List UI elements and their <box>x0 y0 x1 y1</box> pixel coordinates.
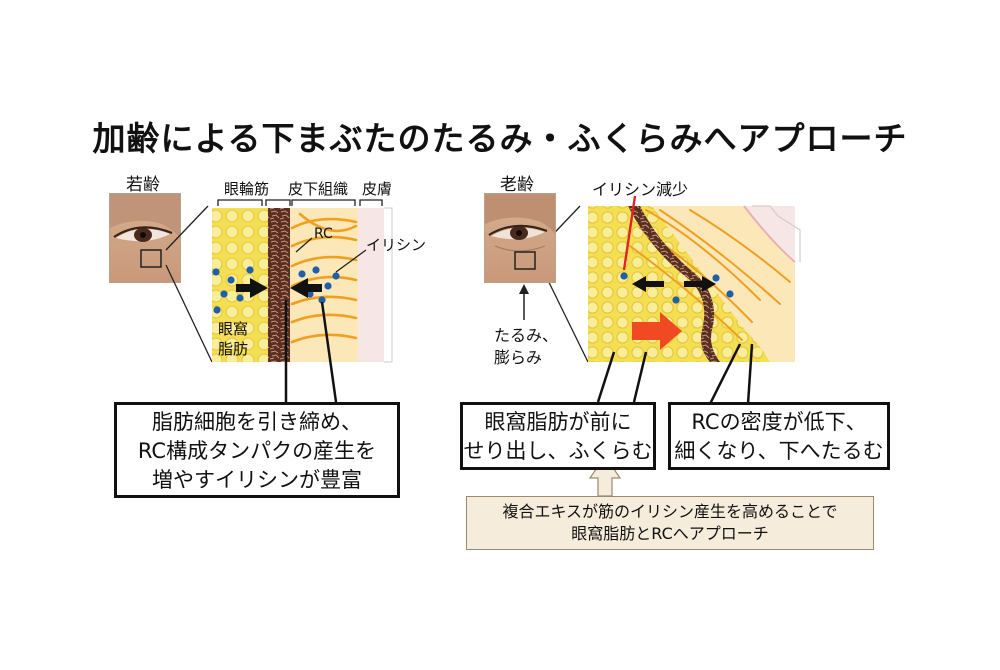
approach-note-line-1: 複合エキスが筋のイリシン産生を高めることで <box>467 501 873 523</box>
old-callout-left-line-1: 眼窩脂肪が前に <box>463 408 653 437</box>
old-eye-photo <box>484 193 556 283</box>
young-callout-line-2: RC構成タンパクの産生を <box>117 437 397 466</box>
old-callout-right-line-2: 細くなり、下へたるむ <box>671 437 887 466</box>
label-irisin-decrease: イリシン減少 <box>592 176 688 200</box>
label-rc: RC <box>314 226 333 242</box>
old-label: 老齢 <box>500 170 534 195</box>
label-sagging-1: たるみ、 <box>494 322 558 346</box>
young-callout-line-3: 増やすイリシンが豊富 <box>117 466 397 495</box>
old-callout-left: 眼窩脂肪が前に せり出し、ふくらむ <box>460 402 656 470</box>
old-callout-left-line-2: せり出し、ふくらむ <box>463 437 653 466</box>
old-callout-right: RCの密度が低下、 細くなり、下へたるむ <box>668 402 890 470</box>
label-subcutaneous: 皮下組織 <box>288 178 348 199</box>
label-orbital-fat-2: 脂肪 <box>218 338 248 359</box>
old-callout-right-line-1: RCの密度が低下、 <box>671 408 887 437</box>
label-orbicularis-muscle: 眼輪筋 <box>224 178 269 199</box>
label-skin: 皮膚 <box>362 178 392 199</box>
young-callout-line-1: 脂肪細胞を引き締め、 <box>117 408 397 437</box>
young-callout-box: 脂肪細胞を引き締め、 RC構成タンパクの産生を 増やすイリシンが豊富 <box>114 402 400 498</box>
approach-note: 複合エキスが筋のイリシン産生を高めることで 眼窩脂肪とRCへアプローチ <box>466 496 874 550</box>
approach-note-line-2: 眼窩脂肪とRCへアプローチ <box>467 523 873 545</box>
label-sagging-2: 膨らみ <box>494 344 542 368</box>
label-irisin: イリシン <box>366 234 426 255</box>
label-orbital-fat-1: 眼窩 <box>218 318 248 339</box>
